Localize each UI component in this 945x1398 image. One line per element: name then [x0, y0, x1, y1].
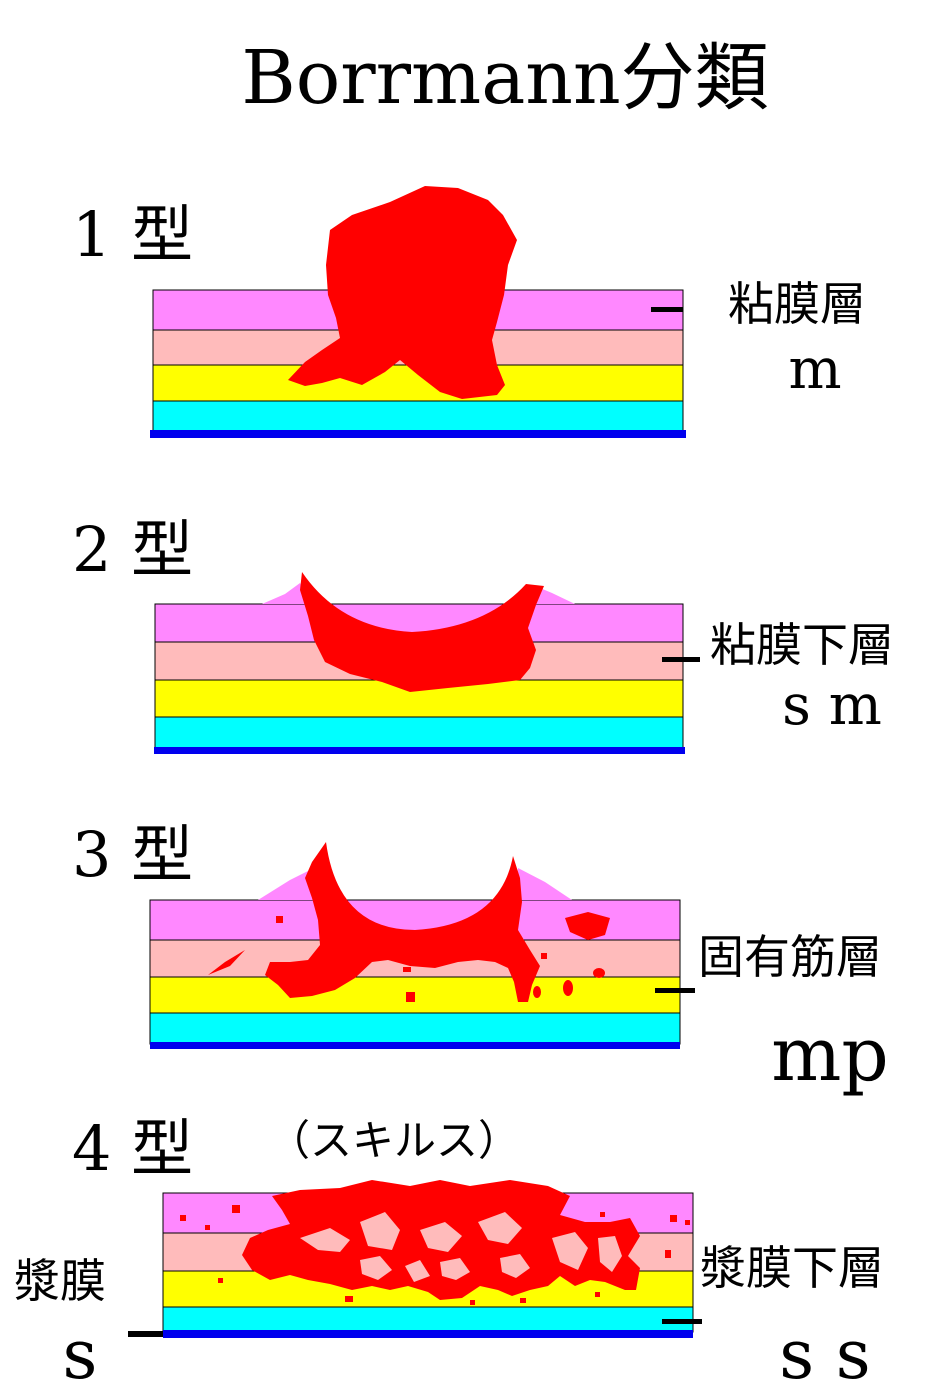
type-3-tumor — [265, 842, 540, 1002]
type-1-pointer-tick — [651, 307, 683, 312]
type-3-label: 3 型 — [72, 818, 193, 891]
type-4-left-pointer-tick — [128, 1331, 163, 1337]
type-2-pointer-tick — [662, 657, 700, 662]
type-2-label: 2 型 — [72, 513, 193, 586]
type-4-sublabel: （スキルス） — [268, 1116, 520, 1165]
serosa-abbr: s — [63, 1316, 98, 1395]
diagram-title: Borrmann分類 — [241, 35, 768, 121]
type-1-label: 1 型 — [72, 198, 193, 271]
type-1-panel: 1 型 粘膜層 m — [72, 186, 866, 438]
type-3-pointer-tick — [655, 988, 695, 993]
muscularis-abbr: mp — [771, 1012, 889, 1098]
submucosa-name: 粘膜下層 — [710, 618, 894, 672]
subserosa-abbr: s s — [779, 1316, 870, 1395]
type-3-panel: 3 型 固有筋層 mp — [72, 818, 889, 1098]
type-2-tumor — [300, 572, 544, 692]
subserosa-name: 漿膜下層 — [700, 1241, 884, 1295]
mucosa-abbr: m — [788, 337, 841, 402]
type-4-label: 4 型 — [72, 1112, 193, 1185]
type-2-layers — [154, 603, 685, 754]
submucosa-abbr: s m — [782, 673, 882, 738]
type-2-panel: 2 型 粘膜下層 s m — [72, 513, 894, 754]
muscularis-name: 固有筋層 — [698, 930, 882, 984]
serosa-name: 漿膜 — [14, 1254, 106, 1308]
type-4-right-pointer-tick — [662, 1319, 702, 1324]
type-4-panel: 4 型 （スキルス） 漿 — [14, 1112, 884, 1395]
mucosa-name: 粘膜層 — [728, 277, 866, 331]
type-1-tumor — [288, 186, 517, 399]
